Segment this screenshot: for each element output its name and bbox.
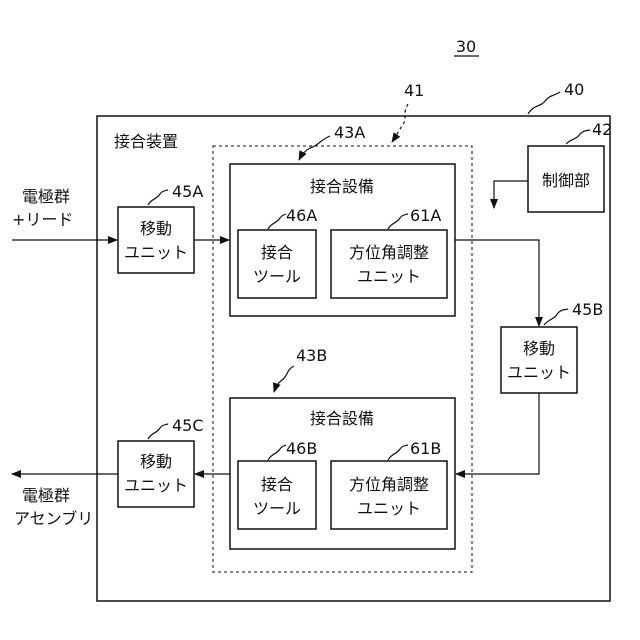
equipment-a-ref: 43A	[334, 123, 365, 142]
tool-a-box	[238, 230, 316, 298]
move-a-line2: ユニット	[124, 243, 188, 262]
tool-a-line1: 接合	[261, 243, 293, 262]
azimuth-a-line2: ユニット	[357, 267, 421, 286]
input-line2: +リード	[12, 210, 73, 229]
tool-b-ref: 46B	[286, 439, 317, 458]
tool-a-line2: ツール	[253, 267, 301, 286]
equipment-b-ref: 43B	[296, 346, 327, 365]
tool-a-leader	[268, 214, 286, 229]
azimuth-a-box	[331, 230, 447, 298]
apparatus-ref: 40	[564, 80, 584, 99]
tool-b-line1: 接合	[261, 475, 293, 494]
move-c-box	[118, 441, 194, 507]
azimuth-b-line2: ユニット	[357, 499, 421, 518]
equipment-a-to-move-b-arrow	[455, 240, 539, 326]
figure-number: 30	[456, 37, 476, 56]
tool-a-ref: 46A	[286, 206, 317, 225]
control-leader	[566, 130, 590, 144]
control-signal-arrow	[494, 181, 528, 208]
move-b-box	[501, 327, 577, 393]
azimuth-b-ref: 61B	[410, 439, 441, 458]
move-c-leader	[148, 424, 168, 439]
move-b-to-equipment-b-arrow	[456, 393, 539, 474]
equipment-a-label: 接合設備	[310, 177, 374, 196]
equipment-group-leader	[392, 104, 408, 142]
move-a-leader	[148, 190, 168, 205]
equipment-a-leader	[299, 136, 330, 160]
move-c-ref: 45C	[172, 416, 204, 435]
move-b-line2: ユニット	[507, 363, 571, 382]
control-ref: 42	[592, 120, 612, 139]
move-a-box	[118, 207, 194, 273]
move-b-leader	[544, 309, 568, 325]
azimuth-a-line1: 方位角調整	[349, 243, 429, 262]
azimuth-b-line1: 方位角調整	[349, 475, 429, 494]
azimuth-a-leader	[388, 214, 408, 229]
apparatus-label: 接合装置	[114, 132, 178, 151]
move-b-ref: 45B	[572, 300, 603, 319]
tool-b-line2: ツール	[253, 499, 301, 518]
equipment-group-ref: 41	[404, 81, 424, 100]
equipment-b-leader	[274, 366, 294, 392]
apparatus-leader	[528, 92, 560, 114]
move-a-ref: 45A	[172, 182, 203, 201]
output-line2: アセンブリ	[14, 509, 93, 528]
azimuth-a-ref: 61A	[410, 206, 441, 225]
azimuth-b-box	[331, 461, 447, 529]
move-c-line2: ユニット	[124, 476, 188, 495]
tool-b-box	[238, 461, 316, 529]
move-b-line1: 移動	[523, 339, 555, 358]
move-c-line1: 移動	[140, 452, 172, 471]
move-a-line1: 移動	[140, 219, 172, 238]
output-line1: 電極群	[22, 486, 70, 505]
input-line1: 電極群	[22, 187, 70, 206]
control-label: 制御部	[542, 171, 590, 190]
equipment-b-label: 接合設備	[310, 409, 374, 428]
azimuth-b-leader	[388, 445, 408, 460]
tool-b-leader	[268, 445, 286, 460]
